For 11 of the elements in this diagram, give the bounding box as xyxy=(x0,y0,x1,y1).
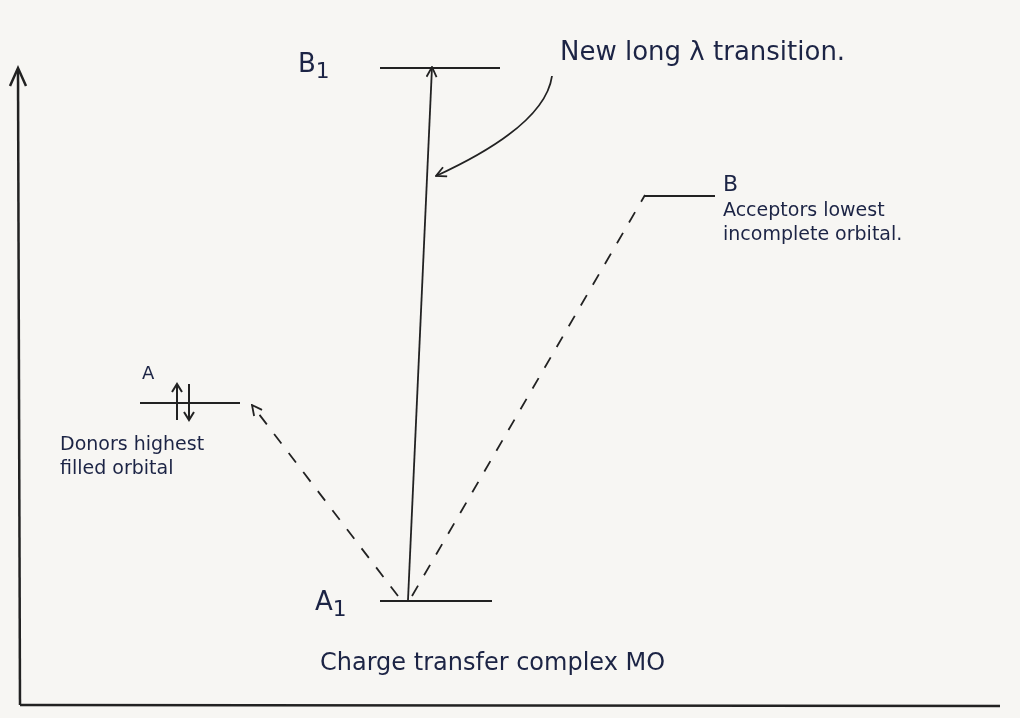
axis-caption: Charge transfer complex MO xyxy=(320,648,666,676)
level-label: Acceptors lowest incomplete orbital. xyxy=(723,198,904,246)
dashed-arrow xyxy=(251,404,399,597)
level-label: B$_{1}$ xyxy=(298,47,330,85)
level-label: A$_{1}$ xyxy=(315,585,347,623)
level-label: Donors highest filled orbital xyxy=(60,432,206,480)
arrow xyxy=(435,75,553,178)
arrow xyxy=(407,66,438,601)
level-label: A xyxy=(142,362,155,385)
level-label: B xyxy=(723,170,739,198)
annotation-text: New long λ transition. xyxy=(560,35,846,68)
